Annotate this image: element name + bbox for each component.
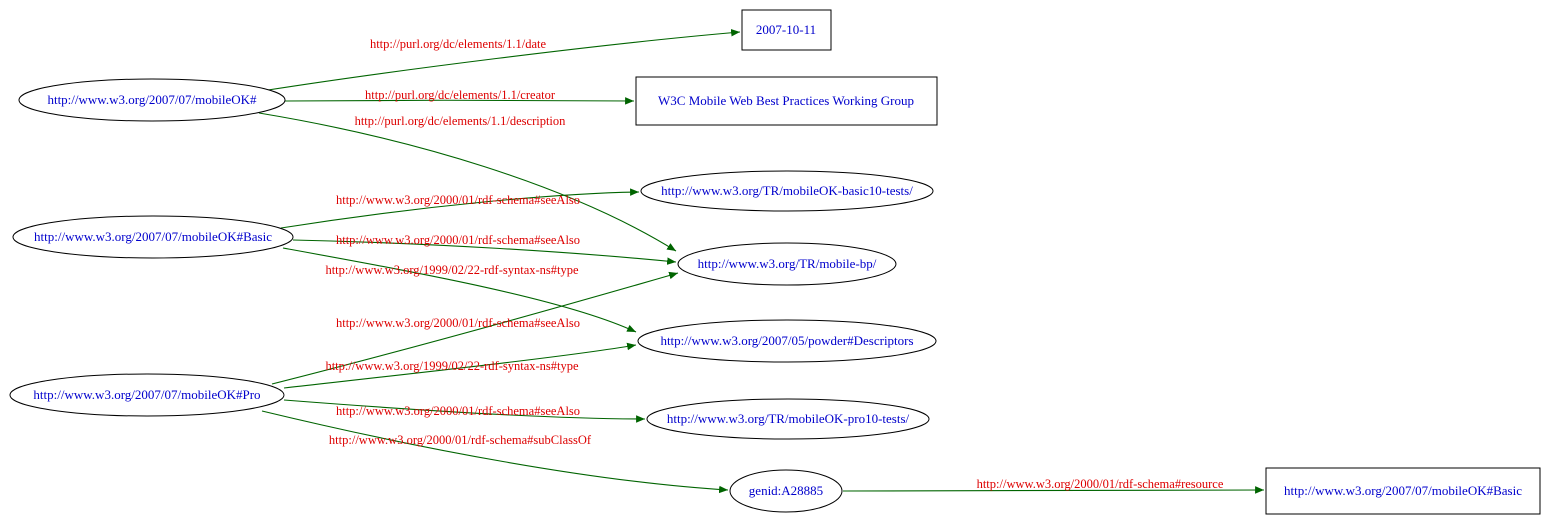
literal-date: 2007-10-11 (741, 9, 832, 51)
node-mobileok-label: http://www.w3.org/2007/07/mobileOK# (47, 92, 257, 107)
edge-seealso-basic-bp-arrow (292, 239, 677, 265)
edge-label-date: http://purl.org/dc/elements/1.1/date (370, 37, 547, 51)
edge-label-subclassof: http://www.w3.org/2000/01/rdf-schema#sub… (329, 433, 592, 447)
node-mobileok-basic: http://www.w3.org/2007/07/mobileOK#Basic (12, 215, 294, 259)
edge-seealso-basic-tests-arrow (280, 188, 640, 229)
node-mobile-bp: http://www.w3.org/TR/mobile-bp/ (677, 242, 897, 286)
node-pro10-tests-shape (646, 398, 930, 440)
node-powder-descriptors-shape (637, 319, 937, 363)
literal-basic-ref-shape (1265, 467, 1541, 515)
node-mobileok-pro-shape (9, 373, 285, 417)
node-powder-descriptors-label: http://www.w3.org/2007/05/powder#Descrip… (660, 333, 913, 348)
node-pro10-tests-label: http://www.w3.org/TR/mobileOK-pro10-test… (667, 411, 910, 426)
node-basic10-tests-shape (640, 170, 934, 212)
edge-layer (258, 29, 1265, 494)
node-mobileok-basic-label: http://www.w3.org/2007/07/mobileOK#Basic (34, 229, 272, 244)
edge-date-arrow (267, 29, 741, 91)
edge-type-basic-arrow (282, 247, 637, 333)
edge-subclassof-arrow (261, 410, 729, 494)
edge-seealso-pro-bp-arrow (271, 271, 679, 385)
edge-label-type-basic: http://www.w3.org/1999/02/22-rdf-syntax-… (325, 263, 579, 277)
edge-label-layer: http://purl.org/dc/elements/1.1/date htt… (325, 37, 1223, 491)
node-genid-shape (729, 469, 843, 513)
node-mobile-bp-shape (677, 242, 897, 286)
node-mobileok-pro-label: http://www.w3.org/2007/07/mobileOK#Pro (33, 387, 260, 402)
edge-label-seealso-pro-tests: http://www.w3.org/2000/01/rdf-schema#see… (336, 404, 580, 418)
literal-creator-label: W3C Mobile Web Best Practices Working Gr… (658, 93, 914, 108)
literal-creator-shape (635, 76, 938, 126)
literal-creator: W3C Mobile Web Best Practices Working Gr… (635, 76, 938, 126)
node-powder-descriptors: http://www.w3.org/2007/05/powder#Descrip… (637, 319, 937, 363)
edge-label-description: http://purl.org/dc/elements/1.1/descript… (355, 114, 567, 128)
node-basic10-tests: http://www.w3.org/TR/mobileOK-basic10-te… (640, 170, 934, 212)
edge-seealso-pro-tests-arrow (283, 399, 646, 423)
edge-label-creator: http://purl.org/dc/elements/1.1/creator (365, 88, 556, 102)
node-basic10-tests-label: http://www.w3.org/TR/mobileOK-basic10-te… (661, 183, 913, 198)
edge-label-seealso-basic-bp: http://www.w3.org/2000/01/rdf-schema#see… (336, 233, 580, 247)
literal-basic-ref: http://www.w3.org/2007/07/mobileOK#Basic (1265, 467, 1541, 515)
edge-description-arrow (258, 112, 677, 252)
node-pro10-tests: http://www.w3.org/TR/mobileOK-pro10-test… (646, 398, 930, 440)
literal-date-label: 2007-10-11 (756, 22, 816, 37)
node-genid-label: genid:A28885 (749, 483, 823, 498)
node-mobileok-pro: http://www.w3.org/2007/07/mobileOK#Pro (9, 373, 285, 417)
literal-basic-ref-label: http://www.w3.org/2007/07/mobileOK#Basic (1284, 483, 1522, 498)
edge-type-pro-arrow (283, 342, 637, 389)
node-mobileok: http://www.w3.org/2007/07/mobileOK# (18, 78, 286, 122)
node-mobileok-basic-shape (12, 215, 294, 259)
edge-label-seealso-pro-bp: http://www.w3.org/2000/01/rdf-schema#see… (336, 316, 580, 330)
edge-label-seealso-basic-tests: http://www.w3.org/2000/01/rdf-schema#see… (336, 193, 580, 207)
literal-date-shape (741, 9, 832, 51)
edge-label-type-pro: http://www.w3.org/1999/02/22-rdf-syntax-… (325, 359, 579, 373)
node-genid: genid:A28885 (729, 469, 843, 513)
node-mobileok-shape (18, 78, 286, 122)
node-mobile-bp-label: http://www.w3.org/TR/mobile-bp/ (698, 256, 877, 271)
edge-creator-arrow (284, 97, 635, 105)
edge-label-resource: http://www.w3.org/2000/01/rdf-schema#res… (977, 477, 1224, 491)
